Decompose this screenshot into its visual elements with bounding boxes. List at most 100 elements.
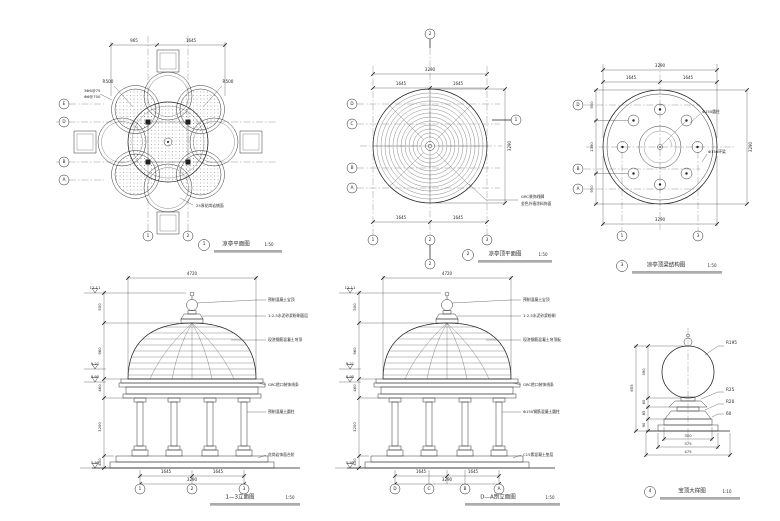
section-d-a-title: D—A剖立面图 bbox=[480, 494, 516, 501]
view-plan-roof-beam bbox=[572, 62, 750, 274]
section-d-a-ann-footing: C15素混凝土垫层 bbox=[523, 452, 554, 458]
finial-detail-dim-left-plinth: 90 bbox=[641, 422, 647, 428]
section-d-a-dim-left-1: 500 bbox=[352, 303, 358, 311]
section-d-a-level-ground: 5.95 bbox=[345, 460, 355, 466]
plan-roof-scale: 1:50 bbox=[538, 252, 548, 257]
section-d-a-ann-finial: 预制混凝土宝顶 bbox=[523, 297, 550, 303]
elevation-1-3-dim-left-2: 960 bbox=[97, 347, 103, 355]
elevation-1-3-axis-3: 3 bbox=[242, 485, 246, 491]
plan-base-axis-1: 1 bbox=[146, 232, 150, 238]
elevation-1-3-dim-bot-total: 3290 bbox=[186, 477, 198, 482]
plan-base-axis-b: B bbox=[62, 158, 66, 164]
section-d-a-dim-left-2: 960 bbox=[352, 347, 358, 355]
columns bbox=[131, 397, 253, 457]
plan-base-axis-d: D bbox=[62, 118, 66, 124]
plan-roof-beam-axis-d: D bbox=[576, 101, 580, 107]
plan-roof-dim-top-a: 1645 bbox=[395, 81, 407, 86]
cornice bbox=[375, 378, 519, 384]
view-finial-detail bbox=[633, 328, 740, 500]
elevation-1-3-ann-finial: 预制混凝土宝顶 bbox=[268, 297, 295, 303]
elevation-1-3-dim-bot-a: 1645 bbox=[160, 469, 172, 474]
plan-roof-section-2-top: 2 bbox=[428, 30, 432, 36]
elevation-1-3-level-ground: 5.95 bbox=[90, 460, 100, 466]
plan-roof-dim-right: 3290 bbox=[507, 140, 512, 152]
view-plan-base bbox=[56, 36, 282, 253]
elevation-1-3-dim-left-3: 460 bbox=[97, 384, 103, 392]
plan-roof-beam-dim-bot-total: 3290 bbox=[654, 217, 666, 222]
finial-ball bbox=[441, 299, 453, 311]
title-bubble bbox=[462, 249, 474, 261]
plan-roof-beam-axis-3: 3 bbox=[696, 232, 700, 238]
plan-roof-beam-ref-no: 3 bbox=[620, 262, 624, 268]
step bbox=[115, 455, 269, 463]
plan-roof-axis-2: 2 bbox=[428, 236, 432, 242]
plan-roof-dim-bot-a: 1645 bbox=[395, 215, 407, 220]
finial-detail-title: 宝顶大样图 bbox=[678, 488, 706, 495]
title-bubble bbox=[198, 239, 210, 251]
plan-base-title: 凉亭平面图 bbox=[222, 241, 250, 248]
section-d-a-level-top: 12.11 bbox=[344, 285, 356, 291]
finial-detail-dim-left-ball: 390 bbox=[641, 368, 647, 376]
plan-roof-title: 凉亭顶平面图 bbox=[488, 251, 522, 258]
elevation-1-3-axis-2: 2 bbox=[190, 485, 194, 491]
plan-roof-dim-bot-b: 1645 bbox=[452, 215, 464, 220]
plan-roof-section-1-right: 1 bbox=[514, 116, 518, 122]
elevation-1-3-dim-left-4: 3200 bbox=[97, 422, 103, 432]
frieze bbox=[125, 386, 259, 395]
elevation-1-3-level-dome: 9.21 bbox=[90, 361, 100, 367]
elevation-1-3-ann-dome: 现浇钢筋混凝土穹顶 bbox=[268, 337, 303, 343]
plan-base-dim-top-b: 1645 bbox=[185, 38, 197, 43]
elevation-1-3-ann-step: 花岗岩饰面台阶 bbox=[268, 452, 295, 458]
plan-roof-beam-dim-right: 3290 bbox=[748, 141, 753, 153]
finial-detail-dim-bot-b: 375 bbox=[684, 441, 692, 447]
section-d-a-axis-b: B bbox=[463, 485, 467, 491]
plan-roof-beam-scale: 1:50 bbox=[707, 263, 717, 268]
section-d-a-axis-a: A bbox=[497, 485, 501, 491]
finial-ball bbox=[186, 299, 198, 311]
finial-detail-radius-ball: R195 bbox=[726, 339, 737, 345]
plan-roof-axis-3: 3 bbox=[485, 236, 489, 242]
step bbox=[364, 461, 530, 469]
step bbox=[370, 455, 524, 463]
section-d-a-dim-bot-total: 3290 bbox=[441, 477, 453, 482]
plan-roof-beam-axis-b: B bbox=[576, 165, 580, 171]
frieze bbox=[380, 386, 514, 395]
plan-roof-beam-axis-a: A bbox=[576, 185, 580, 191]
finial-detail-scale: 1:10 bbox=[722, 489, 732, 494]
elevation-1-3-scale: 1:50 bbox=[285, 495, 295, 500]
section-d-a-scale: 1:50 bbox=[545, 495, 555, 500]
plan-roof-beam-note-ringbeam: Φ150环梁 bbox=[708, 149, 726, 155]
plan-roof-axis-a: A bbox=[350, 184, 354, 190]
title-bubble bbox=[644, 486, 656, 498]
elevation-1-3-dim-bot-b: 1645 bbox=[212, 469, 224, 474]
view-elevation-1-3 bbox=[80, 275, 300, 506]
elevation-1-3-level-cornice: 8.95 bbox=[90, 374, 100, 380]
plan-roof-beam-dim-left-a: 950 bbox=[589, 101, 595, 109]
plan-base-note-paving: 25厚花岗岩铺面 bbox=[196, 203, 224, 209]
cornice bbox=[120, 378, 264, 384]
plan-roof-beam-dim-left-b: 1390 bbox=[589, 142, 595, 152]
plan-base-axis-2: 2 bbox=[186, 232, 190, 238]
view-section-d-a bbox=[335, 275, 560, 506]
plan-roof-axis-b: B bbox=[350, 164, 354, 170]
title-bubble bbox=[616, 260, 628, 272]
plan-roof-beam-dim-top-b: 1645 bbox=[682, 75, 694, 80]
section-d-a-dim-top-total: 4720 bbox=[441, 271, 453, 276]
elevation-1-3-ann-column: 预制混凝土圆柱 bbox=[268, 409, 295, 415]
plan-base-dim-top-a: 965 bbox=[130, 38, 138, 43]
plan-base-radius-right: R500 bbox=[222, 78, 234, 84]
plan-base-note-rebar-1: 3Φ6@75 bbox=[84, 88, 101, 94]
plan-base-ref-no: 1 bbox=[202, 241, 206, 247]
plan-roof-beam-dim-top-a: 1645 bbox=[625, 75, 637, 80]
elevation-1-3-ann-cornice: GRC檐口装饰线条 bbox=[268, 382, 299, 388]
section-d-a-dim-bot-b: 1645 bbox=[467, 469, 479, 474]
section-d-a-dim-left-3: 460 bbox=[352, 384, 358, 392]
plan-roof-beam-note-column: Φ150圆柱 bbox=[702, 109, 720, 115]
elevation-1-3-ann-plaster: 1:2.5水泥砂浆粉刷面层 bbox=[268, 313, 309, 319]
plan-roof-beam-axis-1: 1 bbox=[620, 232, 624, 238]
plan-base-axis-e: E bbox=[62, 100, 66, 106]
finial-detail-dim-neck: 60 bbox=[726, 410, 732, 416]
section-d-a-axis-d: D bbox=[393, 485, 397, 491]
